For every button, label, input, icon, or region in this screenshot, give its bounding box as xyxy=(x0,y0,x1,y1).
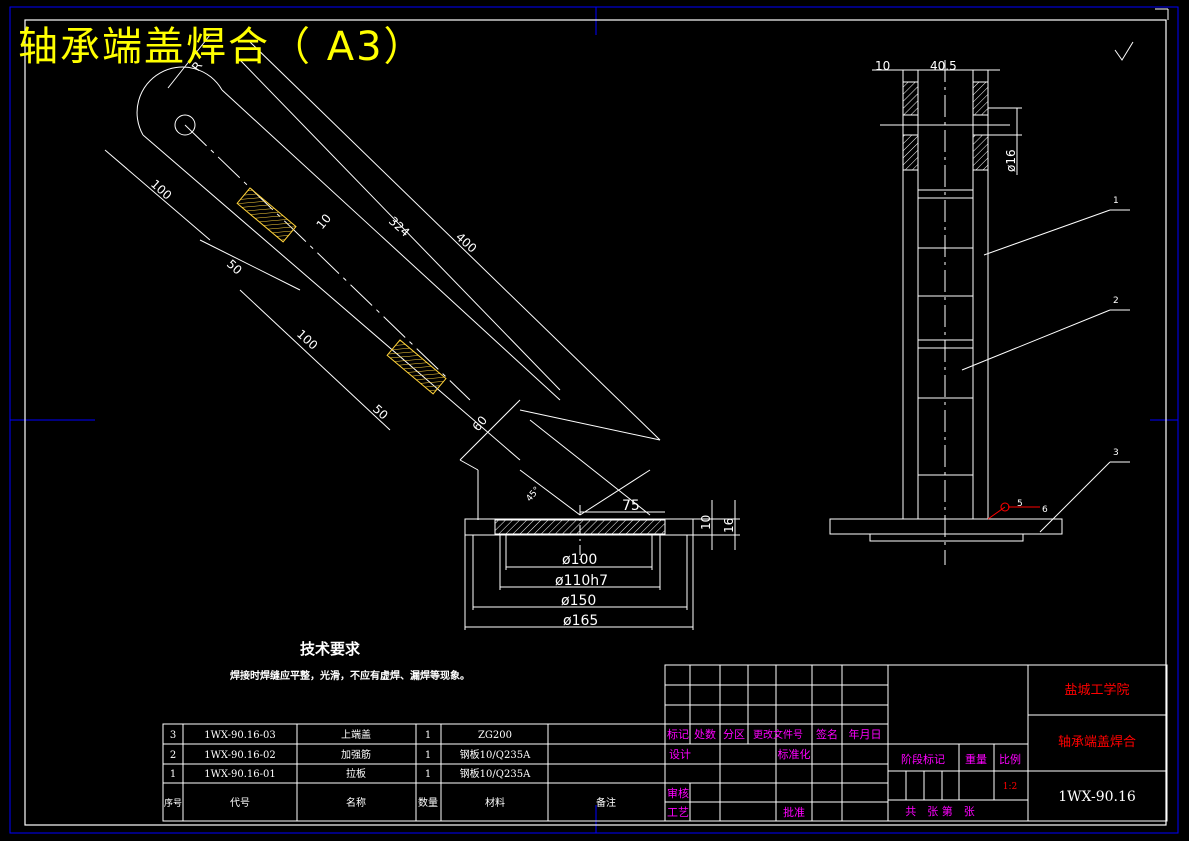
right-view-labels: 10 40.5 ø16 1 2 3 5 6 xyxy=(875,59,1119,515)
dim-60: 60 xyxy=(470,413,491,434)
left-view-labels: R 100 50 10 324 400 100 50 60 45° 75 10 … xyxy=(148,59,736,629)
weld-6: 6 xyxy=(1042,505,1048,515)
bom-row1-name: 拉板 xyxy=(346,767,366,780)
callout-2: 2 xyxy=(1113,296,1119,306)
drawing-title: 轴承端盖焊合（ A3） xyxy=(18,24,426,70)
dim-16: 16 xyxy=(722,518,736,533)
bom-row1-code: 1WX-90.16-01 xyxy=(204,769,276,780)
bom-header-remark: 备注 xyxy=(596,796,616,809)
tech-requirements-title: 技术要求 xyxy=(300,640,361,658)
tech-requirements-note: 焊接时焊缝应平整，光滑，不应有虚焊、漏焊等现象。 xyxy=(230,671,470,682)
bom-row3-qty: 1 xyxy=(425,730,431,741)
bom-header-no: 序号 xyxy=(164,797,182,809)
tb-change-doc: 更改文件号 xyxy=(753,728,803,741)
tb-mark: 标记 xyxy=(667,727,689,741)
inner-border xyxy=(24,19,1167,826)
tb-sheets: 共 张 第 张 xyxy=(905,804,975,818)
dim-50a: 50 xyxy=(224,257,245,278)
right-view xyxy=(829,41,1134,565)
dim-phi110: ø110h7 xyxy=(555,573,608,589)
bom-row2-code: 1WX-90.16-02 xyxy=(204,750,276,761)
dim-400: 400 xyxy=(453,230,479,256)
dim-10: 10 xyxy=(314,211,335,232)
bom-header-qty: 数量 xyxy=(418,796,438,809)
dim-phi16: ø16 xyxy=(1004,149,1018,172)
dim-100a: 100 xyxy=(148,177,174,203)
dim-10b: 10 xyxy=(699,515,713,530)
dim-45: 45° xyxy=(525,485,543,504)
bom-row2-no: 2 xyxy=(170,750,176,761)
tb-stage-mark: 阶段标记 xyxy=(901,752,945,766)
bom-header-code: 代号 xyxy=(230,797,250,809)
tb-scale: 比例 xyxy=(999,752,1021,766)
dim-40-5: 40.5 xyxy=(930,59,957,73)
tb-sign: 签名 xyxy=(816,727,838,741)
title-block-text: 标记 处数 分区 更改文件号 签名 年月日 设计 标准化 审核 工艺 批准 阶段… xyxy=(667,682,1136,819)
dim-50b: 50 xyxy=(370,402,391,423)
bom-text: 3 1WX-90.16-03 上端盖 1 ZG200 2 1WX-90.16-0… xyxy=(164,728,616,809)
title-block xyxy=(664,664,1168,822)
bom-table xyxy=(162,723,666,822)
callout-3: 3 xyxy=(1113,448,1119,458)
left-view xyxy=(104,34,740,630)
dim-phi150: ø150 xyxy=(561,593,596,609)
bom-row3-material: ZG200 xyxy=(478,730,512,741)
dim-324: 324 xyxy=(386,214,412,240)
bom-row1-material: 钢板10/Q235A xyxy=(460,767,531,780)
bom-row3-name: 上端盖 xyxy=(341,728,371,741)
bom-header-material: 材料 xyxy=(485,796,505,809)
tb-count: 处数 xyxy=(694,728,716,741)
tb-drawing-no: 1WX-90.16 xyxy=(1058,789,1136,805)
bom-row2-name: 加强筋 xyxy=(341,748,371,761)
tb-standardize: 标准化 xyxy=(778,747,811,761)
bom-header-name: 名称 xyxy=(346,796,366,809)
tb-zone: 分区 xyxy=(723,728,745,741)
dim-75: 75 xyxy=(622,498,640,514)
bom-row3-code: 1WX-90.16-03 xyxy=(204,730,276,741)
weld-symbol xyxy=(987,502,1040,520)
dim-100b: 100 xyxy=(294,327,320,353)
tb-school: 盐城工学院 xyxy=(1064,682,1129,698)
sheet-frame xyxy=(9,6,1179,834)
tb-weight: 重量 xyxy=(965,752,987,766)
bom-row3-no: 3 xyxy=(170,730,176,741)
tb-drawing-name: 轴承端盖焊合 xyxy=(1058,734,1136,750)
callout-1: 1 xyxy=(1113,196,1119,206)
tb-date: 年月日 xyxy=(849,727,882,741)
dim-phi100: ø100 xyxy=(562,552,597,568)
bom-row1-qty: 1 xyxy=(425,769,431,780)
tb-scale-value: 1:2 xyxy=(1003,782,1017,792)
bom-row2-qty: 1 xyxy=(425,750,431,761)
bom-row1-no: 1 xyxy=(170,769,176,780)
tb-design: 设计 xyxy=(669,748,691,761)
dim-phi165: ø165 xyxy=(563,613,598,629)
tb-approve: 批准 xyxy=(783,805,805,819)
bom-row2-material: 钢板10/Q235A xyxy=(460,748,531,761)
tb-check: 审核 xyxy=(667,786,689,800)
tb-process: 工艺 xyxy=(667,806,689,819)
weld-5: 5 xyxy=(1017,499,1023,509)
dim-r-10: 10 xyxy=(875,59,890,73)
